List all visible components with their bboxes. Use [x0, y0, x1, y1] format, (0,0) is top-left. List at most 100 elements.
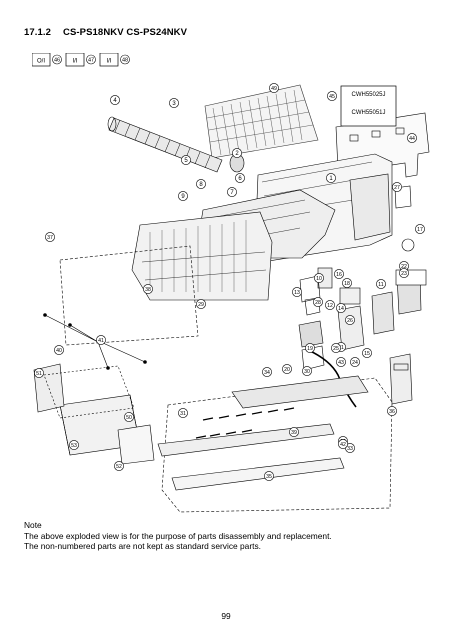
callout-circle-53	[69, 440, 79, 450]
callout-circle-8	[196, 179, 206, 189]
callout-label-4: 4	[113, 98, 117, 104]
callout-label-6: 6	[238, 176, 242, 182]
callout-label-44: 44	[409, 136, 415, 142]
callout-circle-35	[264, 471, 274, 481]
callout-circle-2	[232, 148, 242, 158]
accessory-bar: O/I 46 I/I 47 I/I 48	[32, 53, 130, 67]
air-filter	[204, 84, 319, 159]
callout-label-29: 29	[198, 302, 204, 308]
callout-circle-41	[96, 335, 106, 345]
page-number: 99	[221, 611, 231, 621]
callout-label-12: 12	[327, 303, 333, 309]
callout-label-41: 41	[98, 338, 104, 344]
callout-label-27: 27	[394, 185, 400, 191]
callout-label-33: 33	[347, 446, 353, 452]
callout-label-10: 10	[316, 276, 322, 282]
callout-label-52: 52	[116, 464, 122, 470]
callout-label-11: 11	[378, 282, 383, 288]
callout-label-13: 13	[294, 290, 300, 296]
callout-circle-43	[336, 357, 346, 367]
callout-circle-10	[314, 273, 324, 283]
callout-circle-34	[262, 367, 272, 377]
callout-label-16: 16	[336, 272, 342, 278]
drain-pan	[157, 375, 369, 491]
callout-label-43: 43	[338, 360, 344, 366]
callout-label-21: 21	[338, 345, 344, 351]
section-number: 17.1.2	[24, 27, 52, 38]
callout-circle-42	[338, 439, 348, 449]
callout-circle-27	[392, 182, 402, 192]
callout-label-1: 1	[329, 176, 333, 182]
callout-circle-17	[415, 224, 425, 234]
callout-circle-31	[178, 408, 188, 418]
callout-label-35: 35	[266, 474, 272, 480]
louvre-set	[195, 407, 295, 439]
callout-label-51: 51	[36, 371, 42, 377]
note-heading: Note	[24, 520, 42, 530]
callout-circle-24	[350, 357, 360, 367]
callout-label-45: 45	[329, 94, 335, 100]
callout-circle-44	[407, 133, 417, 143]
remote-label-box	[340, 85, 397, 127]
accessory-callout-2: 47	[88, 58, 94, 64]
callout-circle-4	[110, 95, 120, 105]
remote-label-line1: CWH55025J	[351, 92, 385, 98]
note-line-1: The above exploded view is for the purpo…	[24, 530, 332, 541]
callout-circle-38	[143, 284, 153, 294]
remote-control	[389, 353, 413, 405]
callout-circle-39	[289, 427, 299, 437]
callout-circle-26	[345, 315, 355, 325]
callout-label-14: 14	[338, 306, 344, 312]
callout-circle-13	[292, 287, 302, 297]
callout-label-40: 40	[56, 348, 62, 354]
callout-label-8: 8	[199, 182, 203, 188]
accessory-code-2: I/I	[72, 59, 77, 65]
callout-label-38: 38	[145, 287, 151, 293]
callout-label-30: 30	[304, 369, 310, 375]
callout-circle-1	[326, 173, 336, 183]
accessory-callout-3: 48	[122, 58, 128, 64]
callout-label-18: 18	[344, 281, 350, 287]
callout-circle-49	[269, 83, 279, 93]
callout-circle-29	[196, 299, 206, 309]
callout-label-53: 53	[71, 443, 77, 449]
front-panel	[59, 245, 199, 346]
callout-label-19: 19	[307, 346, 313, 352]
callout-circle-18	[342, 278, 352, 288]
drain-pan-outline	[161, 377, 393, 513]
callout-label-42: 42	[340, 442, 346, 448]
callout-label-17: 17	[417, 227, 423, 233]
callout-label-37: 37	[47, 235, 53, 241]
section-title: CS-PS18NKV CS-PS24NKV	[63, 27, 188, 38]
callout-label-22: 22	[401, 264, 407, 270]
accessory-callout-1: 46	[54, 58, 60, 64]
callout-circle-45	[327, 91, 337, 101]
callout-label-25: 25	[333, 346, 339, 352]
section-heading: 17.1.2 CS-PS18NKV CS-PS24NKV	[24, 27, 187, 38]
note-line-2: The non-numbered parts are not kept as s…	[24, 541, 261, 552]
callout-label-2: 2	[235, 151, 239, 157]
front-panel-screws	[43, 313, 147, 370]
callout-circle-40	[54, 345, 64, 355]
callout-circle-6	[235, 173, 245, 183]
evaporator	[131, 211, 273, 301]
callout-circle-28	[313, 297, 323, 307]
callout-label-50: 50	[126, 415, 132, 421]
note-block: Note The above exploded view is for the …	[24, 520, 332, 552]
callout-label-9: 9	[181, 194, 185, 200]
callout-circle-15	[362, 348, 372, 358]
callout-label-3: 3	[172, 101, 176, 107]
callout-circle-9	[178, 191, 188, 201]
callout-circle-23	[399, 268, 409, 278]
callout-circle-19	[305, 343, 315, 353]
callout-label-24: 24	[352, 360, 358, 366]
callout-circle-3	[169, 98, 179, 108]
callout-label-36: 36	[389, 409, 395, 415]
callout-label-31: 31	[180, 411, 186, 417]
callout-label-15: 15	[364, 351, 370, 357]
callout-label-34: 34	[264, 370, 270, 376]
callout-circle-14	[336, 303, 346, 313]
accessory-code-1: O/I	[37, 59, 45, 65]
callout-circle-20	[282, 364, 292, 374]
